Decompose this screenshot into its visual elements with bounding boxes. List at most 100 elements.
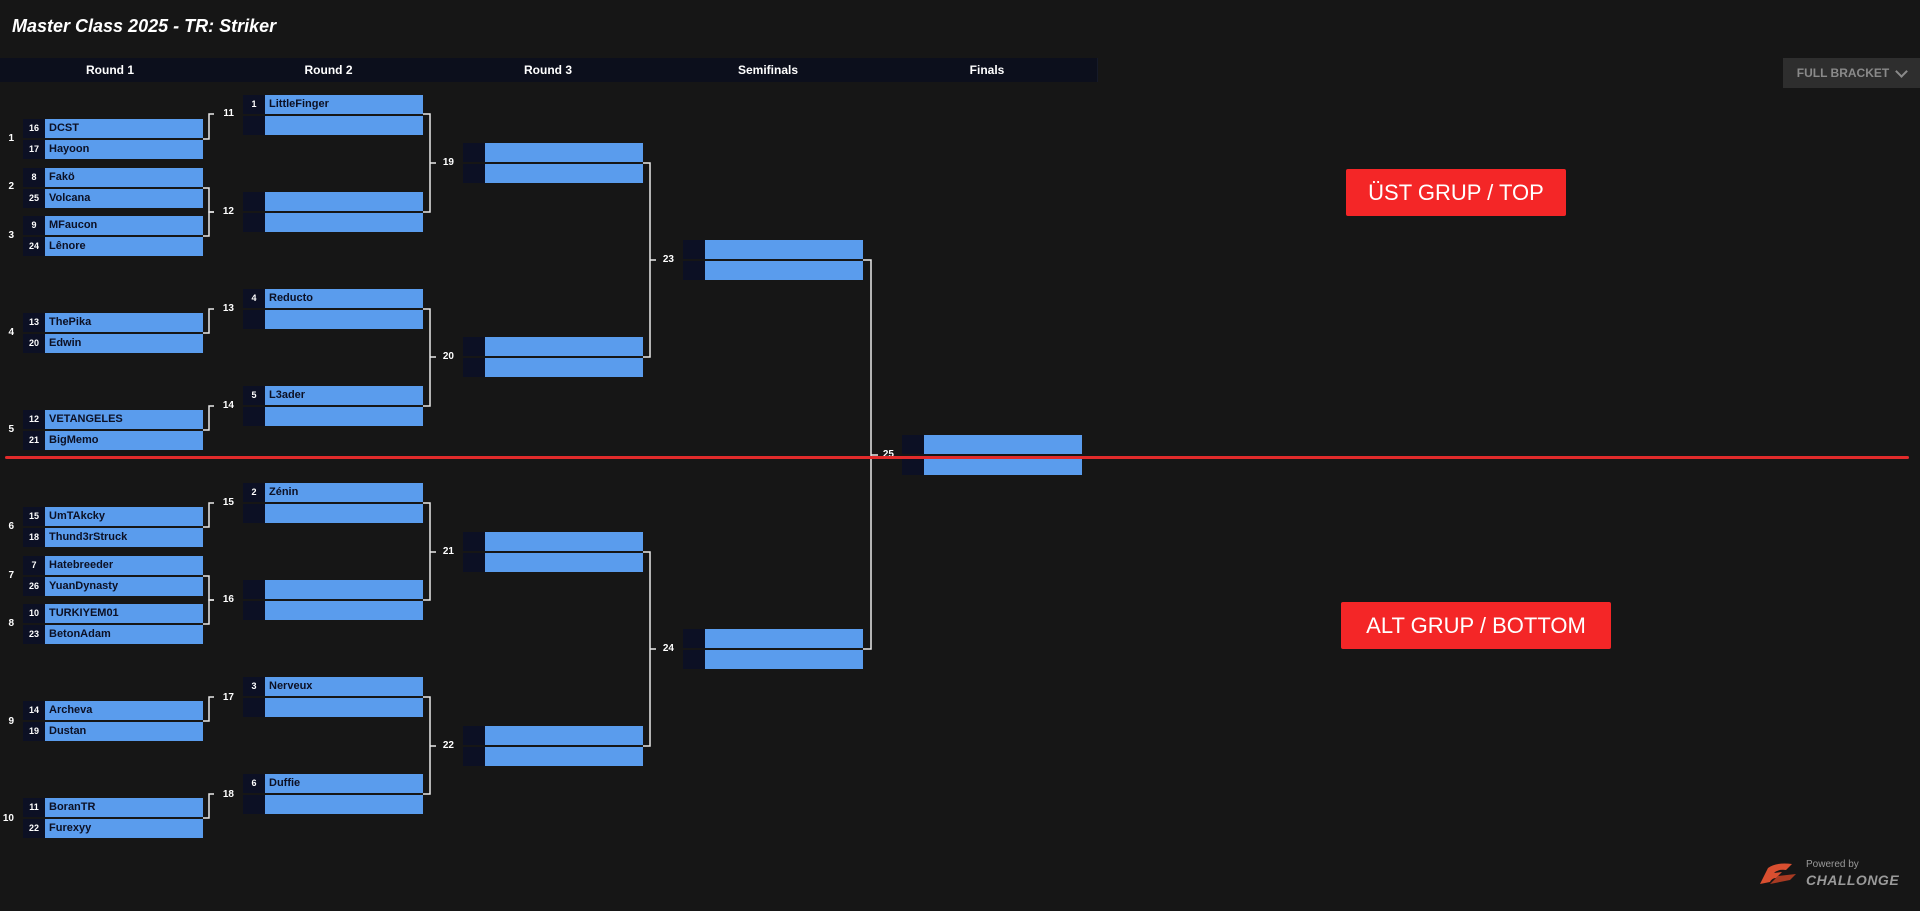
- participant-name: [924, 435, 1082, 454]
- match-number: 19: [442, 157, 454, 168]
- match-number: 11: [223, 108, 234, 119]
- participant-slot[interactable]: [243, 213, 423, 232]
- seed-number: 21: [23, 431, 45, 450]
- seed-number: 4: [243, 289, 265, 308]
- seed-number: 11: [23, 798, 45, 817]
- participant-slot[interactable]: [243, 504, 423, 523]
- match-number: 10: [2, 813, 14, 824]
- participant-name: BoranTR: [49, 801, 96, 813]
- match-16: [243, 580, 423, 620]
- match-20: [463, 337, 643, 377]
- match-number: 16: [222, 594, 234, 605]
- participant-slot[interactable]: [683, 650, 863, 669]
- participant-slot[interactable]: [243, 580, 423, 599]
- participant-slot[interactable]: [683, 240, 863, 259]
- participant-slot[interactable]: [902, 456, 1082, 475]
- participant-name: [485, 143, 643, 162]
- page-title: Master Class 2025 - TR: Striker: [12, 16, 277, 36]
- participant-slot[interactable]: [463, 726, 643, 745]
- participant-name: BetonAdam: [49, 628, 111, 640]
- participant-slot[interactable]: [683, 629, 863, 648]
- powered-by-challonge[interactable]: Powered by CHALLONGE: [1756, 858, 1899, 892]
- seed-number: 13: [23, 313, 45, 332]
- match-number: 1: [8, 133, 14, 144]
- seed-number: [243, 504, 265, 523]
- participant-name: UmTAkcky: [49, 510, 106, 522]
- participant-slot[interactable]: [243, 192, 423, 211]
- participant-slot[interactable]: [463, 532, 643, 551]
- seed-number: [463, 358, 485, 377]
- participant-name: BigMemo: [49, 434, 99, 446]
- seed-number: 7: [23, 556, 45, 575]
- seed-number: [902, 456, 924, 475]
- participant-slot[interactable]: [902, 435, 1082, 454]
- match-number: 17: [222, 692, 234, 703]
- participant-slot[interactable]: [243, 310, 423, 329]
- participant-name: [485, 337, 643, 356]
- participant-slot[interactable]: [463, 164, 643, 183]
- participant-name: LittleFinger: [269, 98, 329, 110]
- match-number: 5: [8, 424, 14, 435]
- participant-slot[interactable]: [463, 553, 643, 572]
- participant-slot[interactable]: [463, 337, 643, 356]
- participant-slot[interactable]: 21 BigMemo: [23, 431, 203, 450]
- challonge-logo-icon: [1760, 863, 1796, 884]
- participant-name: [265, 504, 423, 523]
- participant-slot[interactable]: [683, 261, 863, 280]
- seed-number: [463, 726, 485, 745]
- participant-slot[interactable]: [463, 358, 643, 377]
- full-bracket-dropdown[interactable]: FULL BRACKET: [1783, 58, 1920, 88]
- participant-slot[interactable]: [463, 747, 643, 766]
- participant-slot[interactable]: 11 BoranTR: [23, 798, 203, 817]
- participant-slot[interactable]: [243, 116, 423, 135]
- participant-name: [265, 192, 423, 211]
- participant-name: Volcana: [49, 192, 91, 204]
- participant-slot[interactable]: [243, 407, 423, 426]
- powered-by-text: Powered by: [1806, 859, 1859, 870]
- match-number: 7: [8, 570, 14, 581]
- participant-slot[interactable]: [243, 795, 423, 814]
- round-header-3: Round 3: [437, 58, 660, 82]
- participant-slot[interactable]: [243, 601, 423, 620]
- seed-number: [683, 650, 705, 669]
- match-25: [902, 435, 1082, 475]
- seed-number: [463, 747, 485, 766]
- participant-slot[interactable]: [463, 143, 643, 162]
- participant-name: VETANGELES: [49, 413, 123, 425]
- participant-name: [265, 407, 423, 426]
- participant-slot[interactable]: [243, 698, 423, 717]
- seed-number: [902, 435, 924, 454]
- match-number: 22: [442, 740, 454, 751]
